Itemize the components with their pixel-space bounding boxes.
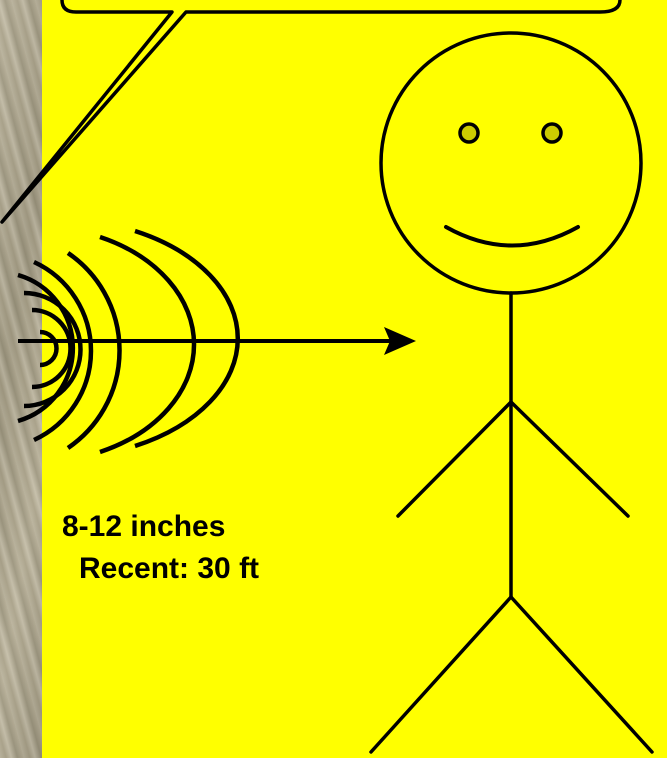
recent-distance-caption: Recent: 30 ft bbox=[79, 551, 259, 587]
left-arm bbox=[398, 402, 511, 516]
left-eye-icon bbox=[460, 124, 478, 142]
stick-figure-icon bbox=[371, 33, 652, 752]
right-leg bbox=[511, 597, 652, 752]
left-leg bbox=[371, 597, 511, 752]
sound-wave-2 bbox=[32, 310, 71, 387]
sound-wave-1 bbox=[40, 332, 57, 365]
sound-wave-6 bbox=[68, 253, 120, 448]
right-arm bbox=[511, 402, 628, 516]
sound-wave-7 bbox=[100, 237, 194, 452]
head-circle bbox=[381, 33, 641, 293]
distance-caption: 8-12 inches bbox=[62, 509, 225, 545]
right-eye-icon bbox=[543, 124, 561, 142]
